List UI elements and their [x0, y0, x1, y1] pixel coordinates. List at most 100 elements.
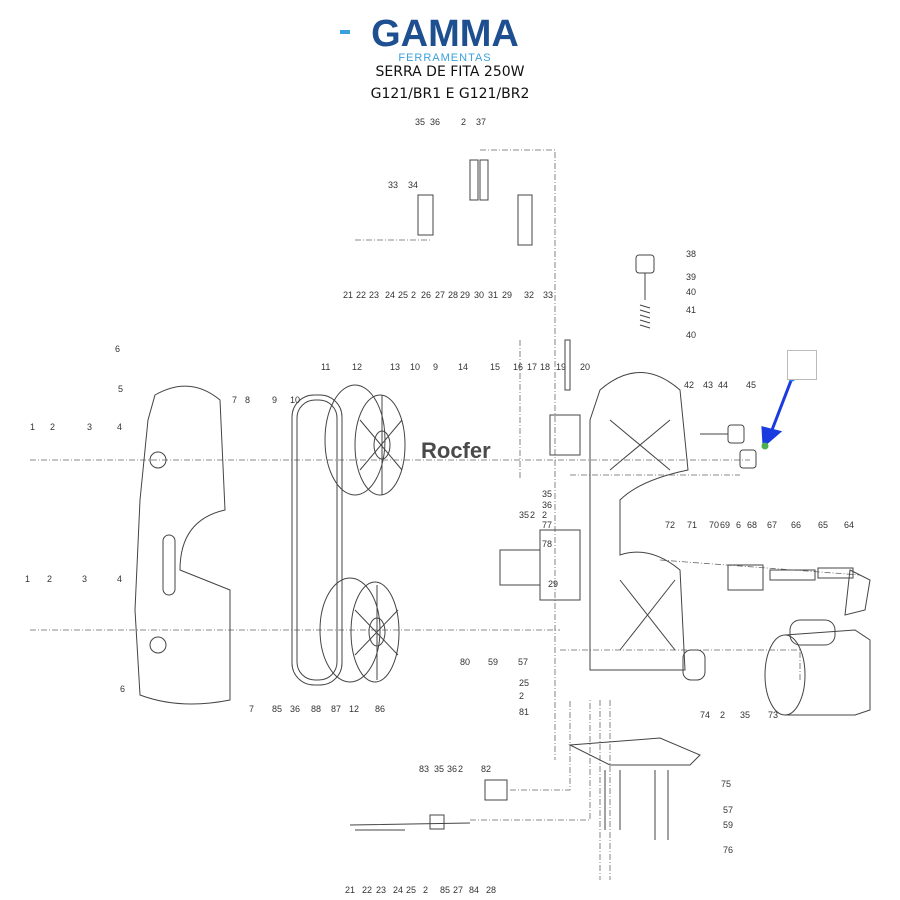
part-number-label: 75 — [721, 779, 731, 789]
callout-arrow — [761, 377, 794, 449]
part-number-label: 13 — [390, 362, 400, 372]
top-guide-assembly — [417, 159, 571, 391]
gamma-logo: GAMMA FERRAMENTAS — [340, 14, 519, 64]
part-number-label: 3 — [82, 574, 87, 584]
part-number-label: 10 — [410, 362, 420, 372]
part-number-label: 1 — [25, 574, 30, 584]
part-number-label: 16 — [513, 362, 523, 372]
part-number-label: 59 — [488, 657, 498, 667]
part-number-label: 10 — [290, 395, 300, 405]
part-number-label: 2 — [720, 710, 725, 720]
title-line-1: SERRA DE FITA 250W — [375, 64, 525, 80]
part-number-label: 57 — [723, 805, 733, 815]
part-number-label: 4 — [117, 422, 122, 432]
knobs — [700, 424, 757, 469]
part-number-label: 64 — [844, 520, 854, 530]
part-number-label: 6 — [120, 684, 125, 694]
part-number-label: 2 — [519, 691, 524, 701]
part-number-label: 77 — [542, 520, 552, 530]
part-number-label: 23 — [369, 290, 379, 300]
part-number-label: 33 — [543, 290, 553, 300]
blade — [291, 394, 343, 686]
part-number-label: 83 — [419, 764, 429, 774]
part-number-label: 21 — [343, 290, 353, 300]
part-number-label: 26 — [421, 290, 431, 300]
part-number-label: 66 — [791, 520, 801, 530]
part-number-label: 36 — [430, 117, 440, 127]
part-number-label: 82 — [481, 764, 491, 774]
callout-box — [787, 350, 817, 380]
part-number-label: 6 — [115, 344, 120, 354]
base — [568, 737, 701, 840]
part-number-label: 29 — [460, 290, 470, 300]
part-number-label: 36 — [542, 500, 552, 510]
part-number-label: 78 — [542, 539, 552, 549]
part-number-label: 85 — [440, 885, 450, 895]
part-number-label: 43 — [703, 380, 713, 390]
part-number-label: 2 — [461, 117, 466, 127]
part-number-label: 18 — [540, 362, 550, 372]
part-number-label: 44 — [718, 380, 728, 390]
part-number-label: 35 — [519, 510, 529, 520]
part-number-label: 42 — [684, 380, 694, 390]
part-number-label: 57 — [518, 657, 528, 667]
part-number-label: 72 — [665, 520, 675, 530]
part-number-label: 25 — [398, 290, 408, 300]
part-number-label: 31 — [488, 290, 498, 300]
part-number-label: 2 — [411, 290, 416, 300]
part-number-label: 22 — [362, 885, 372, 895]
part-number-label: 33 — [388, 180, 398, 190]
watermark-text: Rocfer — [421, 438, 491, 463]
part-number-label: 34 — [408, 180, 418, 190]
svg-text:GAMMA: GAMMA — [371, 14, 519, 55]
part-number-label: 2 — [530, 510, 535, 520]
part-number-label: 19 — [556, 362, 566, 372]
part-number-label: 1 — [30, 422, 35, 432]
part-number-label: 35 — [434, 764, 444, 774]
part-number-label: 67 — [767, 520, 777, 530]
part-number-label: 32 — [524, 290, 534, 300]
title-line-2: G121/BR1 E G121/BR2 — [370, 86, 530, 102]
part-number-label: 7 — [232, 395, 237, 405]
part-number-label: 17 — [527, 362, 537, 372]
part-number-label: 11 — [321, 362, 330, 372]
part-number-label: 2 — [423, 885, 428, 895]
part-number-label: 74 — [700, 710, 710, 720]
motor — [682, 619, 871, 716]
part-number-label: 70 — [709, 520, 719, 530]
part-number-label: 40 — [686, 330, 696, 340]
part-number-label: 24 — [393, 885, 403, 895]
svg-text:FERRAMENTAS: FERRAMENTAS — [398, 52, 491, 64]
part-number-label: 15 — [490, 362, 500, 372]
left-frame — [134, 385, 231, 705]
part-number-label: 2 — [50, 422, 55, 432]
part-number-label: 3 — [87, 422, 92, 432]
part-number-label: 30 — [474, 290, 484, 300]
part-number-label: 40 — [686, 287, 696, 297]
part-number-label: 7 — [249, 704, 254, 714]
part-number-label: 14 — [458, 362, 468, 372]
part-number-label: 29 — [502, 290, 512, 300]
part-number-label: 41 — [686, 305, 696, 315]
tension-knob — [635, 254, 655, 329]
part-number-label: 38 — [686, 249, 696, 259]
part-number-label: 68 — [747, 520, 757, 530]
part-number-label: 35 — [415, 117, 425, 127]
lower-wheel — [319, 577, 400, 683]
centerlines — [30, 149, 861, 880]
header: GAMMA FERRAMENTAS SERRA DE FITA 250W G12… — [0, 0, 900, 105]
arrow-end-dot — [761, 442, 769, 450]
part-number-label: 25 — [406, 885, 416, 895]
part-number-label: 86 — [375, 704, 385, 714]
part-number-label: 81 — [519, 707, 529, 717]
part-number-label: 27 — [435, 290, 445, 300]
part-number-label: 8 — [245, 395, 250, 405]
part-number-label: 37 — [476, 117, 486, 127]
part-number-label: 5 — [118, 384, 123, 394]
part-number-label: 6 — [736, 520, 741, 530]
part-number-label: 25 — [519, 678, 529, 688]
part-number-label: 27 — [453, 885, 463, 895]
part-number-label: 88 — [311, 704, 321, 714]
